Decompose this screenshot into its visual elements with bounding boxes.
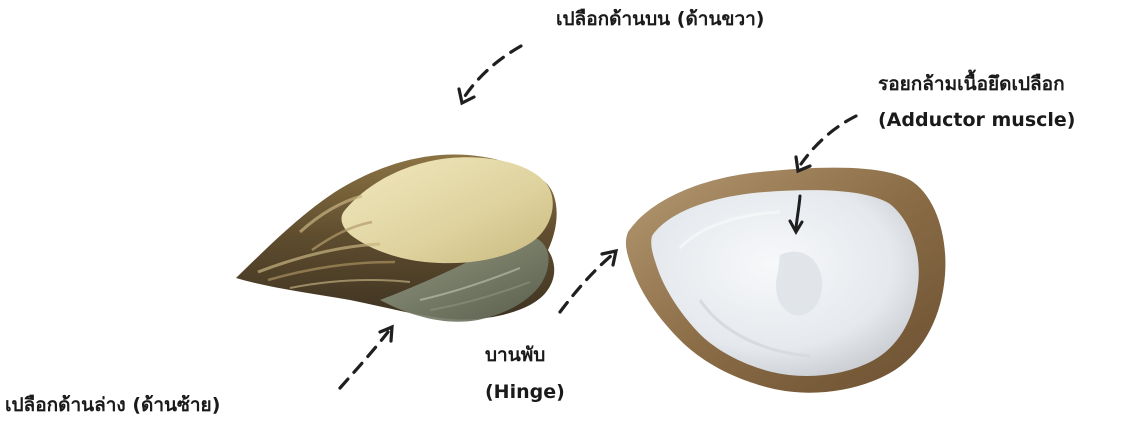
closed-oyster-image (236, 154, 557, 321)
label-adductor-muscle-english: (Adductor muscle) (878, 102, 1075, 138)
arrow-adductor-muscle-outer (796, 116, 856, 171)
label-hinge-thai: บานพับ (485, 337, 565, 374)
label-adductor-muscle: รอยกล้ามเนื้อยึดเปลือก (Adductor muscle) (878, 66, 1075, 138)
arrow-lower-shell (340, 327, 392, 388)
label-lower-shell: เปลือกด้านล่าง (ด้านซ้าย) (5, 394, 220, 418)
open-oyster-image (626, 168, 946, 393)
label-hinge: บานพับ (Hinge) (485, 337, 565, 411)
label-adductor-muscle-thai: รอยกล้ามเนื้อยึดเปลือก (878, 66, 1075, 102)
arrow-hinge (560, 251, 616, 312)
label-hinge-english: (Hinge) (485, 374, 565, 411)
arrow-upper-shell (459, 46, 521, 103)
label-upper-shell: เปลือกด้านบน (ด้านขวา) (556, 8, 764, 32)
